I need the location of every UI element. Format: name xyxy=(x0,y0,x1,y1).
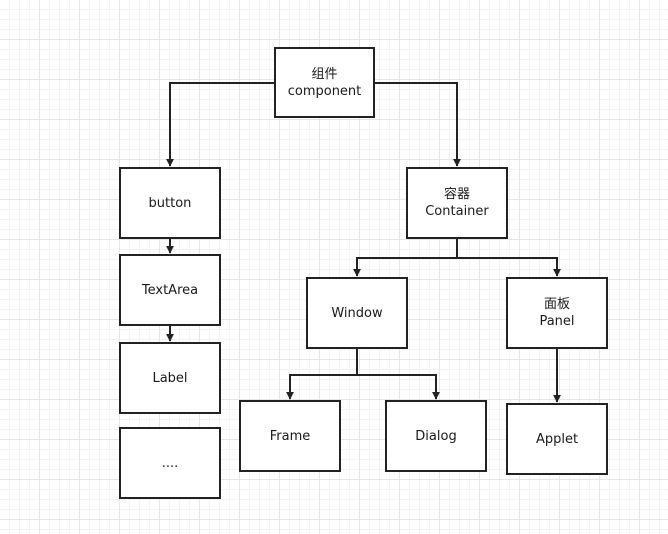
node-container-label-line2: Container xyxy=(425,204,489,219)
node-window-label: Window xyxy=(331,305,383,321)
node-button-label: button xyxy=(148,195,192,211)
node-component-label-line2: component xyxy=(287,83,362,99)
edge-container-panel xyxy=(457,257,561,277)
edge-component-button xyxy=(166,82,274,167)
node-frame-label: Frame xyxy=(269,428,311,444)
node-frame: Frame xyxy=(239,400,341,472)
edge-window-dialog xyxy=(357,374,440,400)
node-panel-label-line2: Panel xyxy=(539,314,575,329)
node-container: 容器 Container xyxy=(406,167,508,239)
edge-container-window xyxy=(353,238,458,277)
node-label-label: Label xyxy=(152,370,188,386)
node-textarea: TextArea xyxy=(119,254,221,326)
node-component-label-line1: 组件 xyxy=(311,66,338,82)
node-container-label-line1: 容器 xyxy=(443,187,470,202)
node-window: Window xyxy=(306,277,408,349)
node-textarea-label: TextArea xyxy=(141,282,199,298)
node-component: 组件 component xyxy=(274,47,375,118)
node-more-label: .... xyxy=(161,455,179,471)
node-button: button xyxy=(119,167,221,239)
edge-component-container xyxy=(375,82,461,167)
node-more: .... xyxy=(119,427,221,499)
node-applet: Applet xyxy=(506,403,608,475)
node-label: Label xyxy=(119,342,221,414)
node-applet-label: Applet xyxy=(535,431,579,447)
node-dialog-label: Dialog xyxy=(415,428,457,444)
node-dialog: Dialog xyxy=(385,400,487,472)
node-panel-label-line1: 面板 xyxy=(543,297,570,312)
edge-window-frame xyxy=(286,348,358,400)
node-panel: 面板 Panel xyxy=(506,277,608,349)
